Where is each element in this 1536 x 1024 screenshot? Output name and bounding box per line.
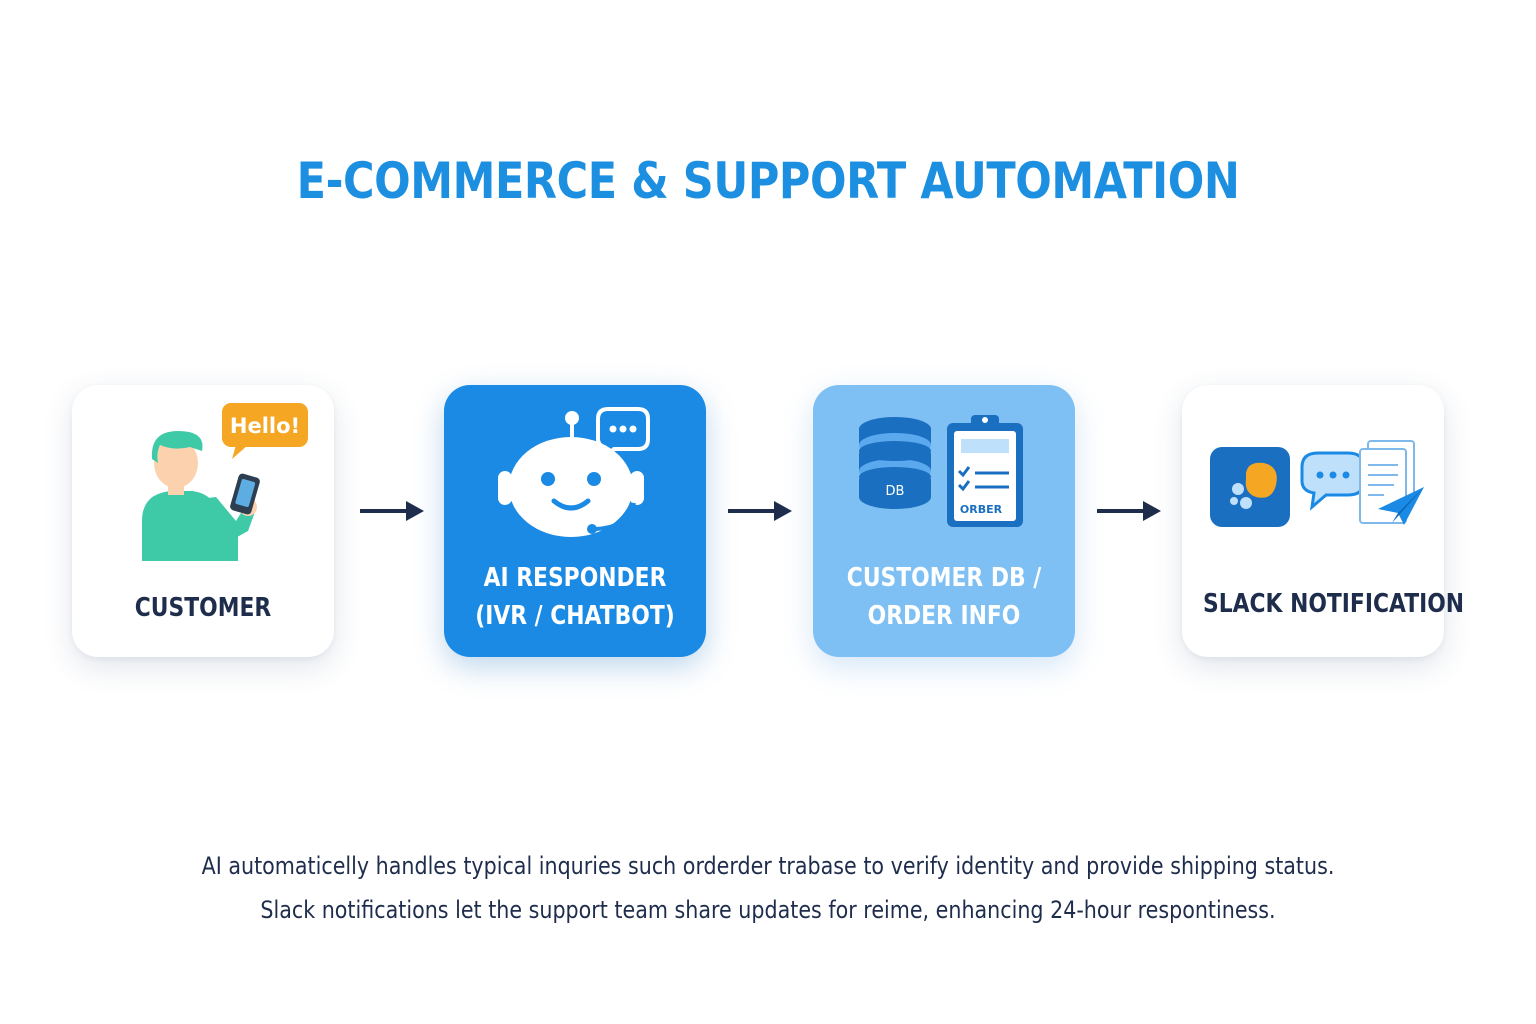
- slack-message-icon: [1210, 440, 1424, 527]
- db-text: DB: [886, 484, 905, 499]
- page-title: E-COMMERCE & SUPPORT AUTOMATION: [296, 152, 1240, 210]
- customer-card: Hello! CUSTOMER: [72, 385, 334, 657]
- robot-headset-icon: [498, 407, 650, 537]
- order-text: ORBER: [960, 503, 1003, 516]
- ai-responder-label: AI RESPONDER (IVR / CHATBOT): [475, 563, 675, 631]
- customer-db-card: DB ORBER CUSTOMER DB / ORDER INFO: [813, 385, 1075, 657]
- slack-notification-card: SLACK NOTIFICATION: [1182, 385, 1465, 657]
- slack-notification-label: SLACK NOTIFICATION: [1202, 589, 1465, 619]
- speech-bubble: [222, 403, 308, 447]
- bubble-text: Hello!: [230, 414, 300, 438]
- ai-responder-card: AI RESPONDER (IVR / CHATBOT): [444, 385, 706, 657]
- person-with-phone-icon: Hello!: [142, 403, 308, 561]
- arrow-right-icon: [360, 501, 424, 521]
- caption-line-2: Slack notifications let the support team…: [260, 896, 1276, 924]
- customer-db-label: CUSTOMER DB / ORDER INFO: [846, 563, 1042, 631]
- database-clipboard-icon: DB ORBER: [859, 415, 1023, 527]
- arrow-right-icon: [728, 501, 792, 521]
- customer-label: CUSTOMER: [134, 593, 272, 623]
- arrow-right-icon: [1097, 501, 1161, 521]
- caption-line-1: AI automaticelly handles typical inqurie…: [201, 852, 1335, 880]
